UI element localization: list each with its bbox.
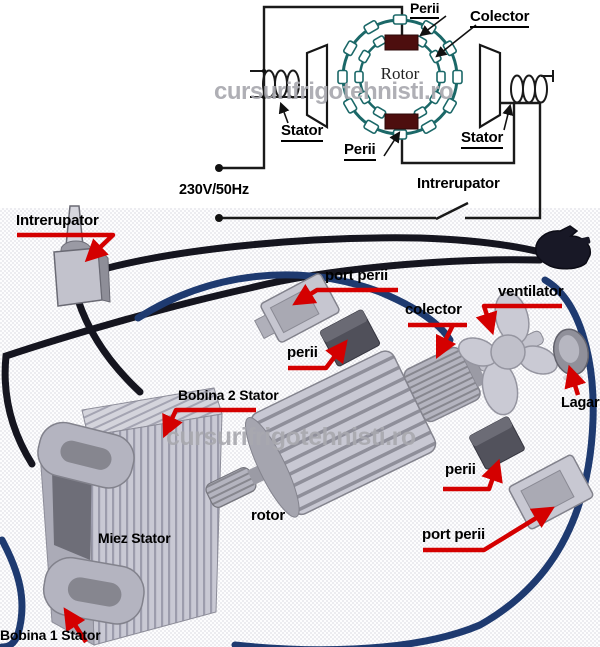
red-arrow-perii-right bbox=[443, 458, 503, 492]
schematic-leader-arrows bbox=[278, 15, 514, 157]
stator-window bbox=[52, 458, 92, 560]
label-perii-right: perii bbox=[445, 461, 476, 478]
arrow-stator-right bbox=[502, 103, 514, 131]
stator-coil-right-symbol bbox=[510, 74, 548, 104]
red-arrow-colector bbox=[435, 323, 457, 360]
red-arrow-port-perii-right bbox=[423, 506, 555, 553]
switch-body bbox=[53, 247, 103, 307]
brush-holder-right bbox=[508, 454, 594, 530]
brush-bottom-symbol bbox=[384, 113, 419, 130]
stator-core bbox=[37, 387, 223, 646]
red-arrow-ventilator bbox=[475, 303, 562, 336]
label-port-perii-left: port perii bbox=[325, 267, 389, 284]
label-lagar: Lagar bbox=[561, 395, 600, 411]
label-perii-top: Perii bbox=[410, 1, 440, 19]
stator-pole-left-symbol bbox=[305, 43, 329, 129]
stator-pole-right-symbol bbox=[478, 43, 502, 129]
black-cable-to-stator bbox=[74, 296, 144, 396]
label-rotor-photo: rotor bbox=[251, 507, 285, 524]
arrow-perii-bottom bbox=[383, 131, 401, 157]
power-cables-black bbox=[1, 234, 544, 468]
label-bobina-1-stator: Bobina 1 Stator bbox=[0, 627, 101, 643]
label-intrerupator-photo: Intrerupator bbox=[16, 212, 99, 229]
watermark-top: cursurifrigotehnisti.ro bbox=[214, 78, 454, 105]
red-arrow-perii-left bbox=[288, 339, 348, 371]
arrow-perii-top bbox=[419, 15, 447, 37]
black-cable-top bbox=[76, 234, 544, 280]
stator-coil-left-symbol bbox=[262, 69, 300, 99]
label-port-perii-right: port perii bbox=[422, 526, 486, 543]
label-supply-voltage: 230V/50Hz bbox=[179, 182, 249, 198]
label-miez-stator: Miez Stator bbox=[98, 530, 171, 546]
power-plug bbox=[535, 225, 591, 270]
red-arrow-bobina1 bbox=[63, 607, 88, 644]
brush-top-symbol bbox=[384, 34, 419, 51]
arrow-stator-left bbox=[278, 101, 290, 124]
photo-leader-arrows bbox=[17, 232, 587, 644]
label-ventilator: ventilator bbox=[498, 283, 564, 300]
label-stator-left: Stator bbox=[281, 123, 323, 142]
label-colector-photo: colector bbox=[405, 301, 462, 318]
rotor-assembly bbox=[205, 330, 544, 518]
watermark-bottom: cursurifrigotehnisti.ro bbox=[166, 423, 416, 451]
stator-coil-top-bundle bbox=[37, 421, 135, 489]
label-bobina-2-stator: Bobina 2 Stator bbox=[178, 387, 279, 403]
switch-symbol bbox=[435, 201, 469, 221]
supply-terminals bbox=[215, 68, 267, 222]
label-perii-bottom: Perii bbox=[344, 142, 376, 161]
rotor-schematic-label: Rotor bbox=[380, 64, 420, 83]
label-stator-right: Stator bbox=[461, 130, 503, 149]
label-intrerupator-schematic: Intrerupator bbox=[417, 175, 500, 192]
red-arrow-bobina2 bbox=[162, 407, 256, 439]
red-arrow-intrerupator bbox=[17, 232, 116, 263]
wire-right-drop bbox=[465, 101, 542, 220]
brush-right bbox=[469, 416, 525, 470]
blue-cable-corner bbox=[0, 536, 26, 647]
arrow-colector bbox=[435, 24, 477, 58]
black-cable-lower bbox=[1, 256, 544, 468]
label-perii-left: perii bbox=[287, 344, 318, 361]
label-colector-schematic: Colector bbox=[470, 9, 529, 28]
blue-cable-middle bbox=[134, 271, 454, 344]
wire-bottom-brush bbox=[400, 104, 516, 165]
commutator bbox=[403, 346, 481, 423]
red-arrow-port-perii-left bbox=[292, 283, 398, 306]
red-arrow-lagar bbox=[564, 364, 587, 396]
